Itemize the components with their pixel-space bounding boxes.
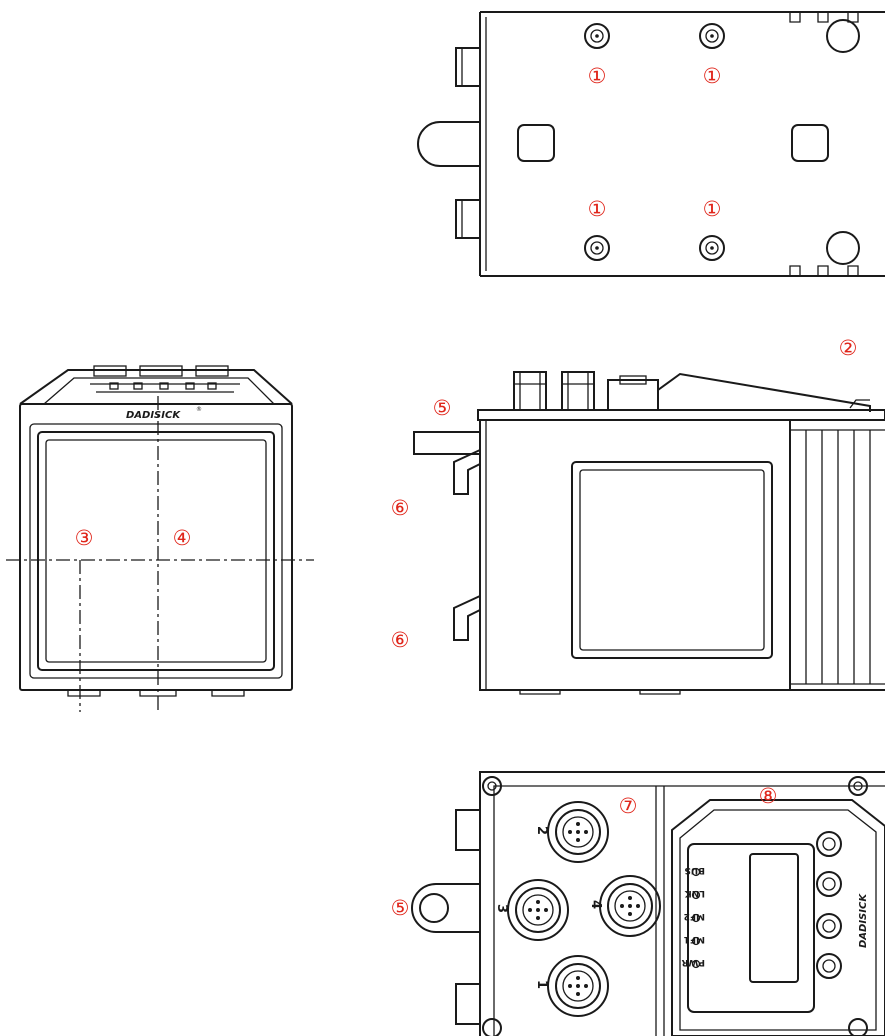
port-number-4: 4 — [588, 900, 603, 909]
led-label-pwr: PWR — [681, 957, 705, 967]
screw-icon — [584, 23, 610, 49]
front-view: DADISICK ® — [6, 365, 314, 712]
callout-3: ③ — [75, 526, 94, 550]
port-2 — [547, 801, 609, 863]
callout-6: ⑥ — [391, 628, 410, 652]
top-view — [417, 11, 885, 277]
port-3 — [507, 879, 569, 941]
port-number-2: 2 — [534, 826, 549, 835]
port-number-3: 3 — [494, 904, 509, 913]
screw-icon — [584, 235, 610, 261]
brand-label: DADISICK — [126, 410, 181, 421]
port-4 — [599, 875, 661, 937]
side-view — [413, 371, 885, 695]
callout-2: ② — [839, 336, 858, 360]
screw-icon — [699, 23, 725, 49]
panel-brand-label: DADISICK — [858, 893, 869, 948]
callouts: ① ① ① ① ② ③ ④ ⑤ ⑥ ⑥ ⑤ ⑦ ⑧ — [75, 64, 858, 920]
led-label-mf2: MF2 — [684, 911, 705, 921]
front-panel: DADISICK BUS LNK MF2 MF1 PWR 2 3 — [411, 771, 885, 1036]
screw-icon — [699, 235, 725, 261]
callout-5: ⑤ — [433, 396, 452, 420]
callout-1: ① — [703, 64, 722, 88]
callout-1: ① — [703, 197, 722, 221]
led-label-lnk: LNK — [684, 888, 705, 898]
registered-mark: ® — [196, 406, 202, 413]
led-label-mf1: MF1 — [684, 934, 705, 944]
callout-8: ⑧ — [759, 784, 778, 808]
callout-5: ⑤ — [391, 896, 410, 920]
port-number-1: 1 — [534, 980, 549, 989]
callout-1: ① — [588, 64, 607, 88]
callout-6: ⑥ — [391, 496, 410, 520]
port-1 — [547, 955, 609, 1017]
callout-1: ① — [588, 197, 607, 221]
callout-4: ④ — [173, 526, 192, 550]
led-list: BUS LNK MF2 MF1 PWR — [681, 865, 705, 969]
callout-7: ⑦ — [619, 794, 638, 818]
led-label-bus: BUS — [684, 865, 705, 875]
